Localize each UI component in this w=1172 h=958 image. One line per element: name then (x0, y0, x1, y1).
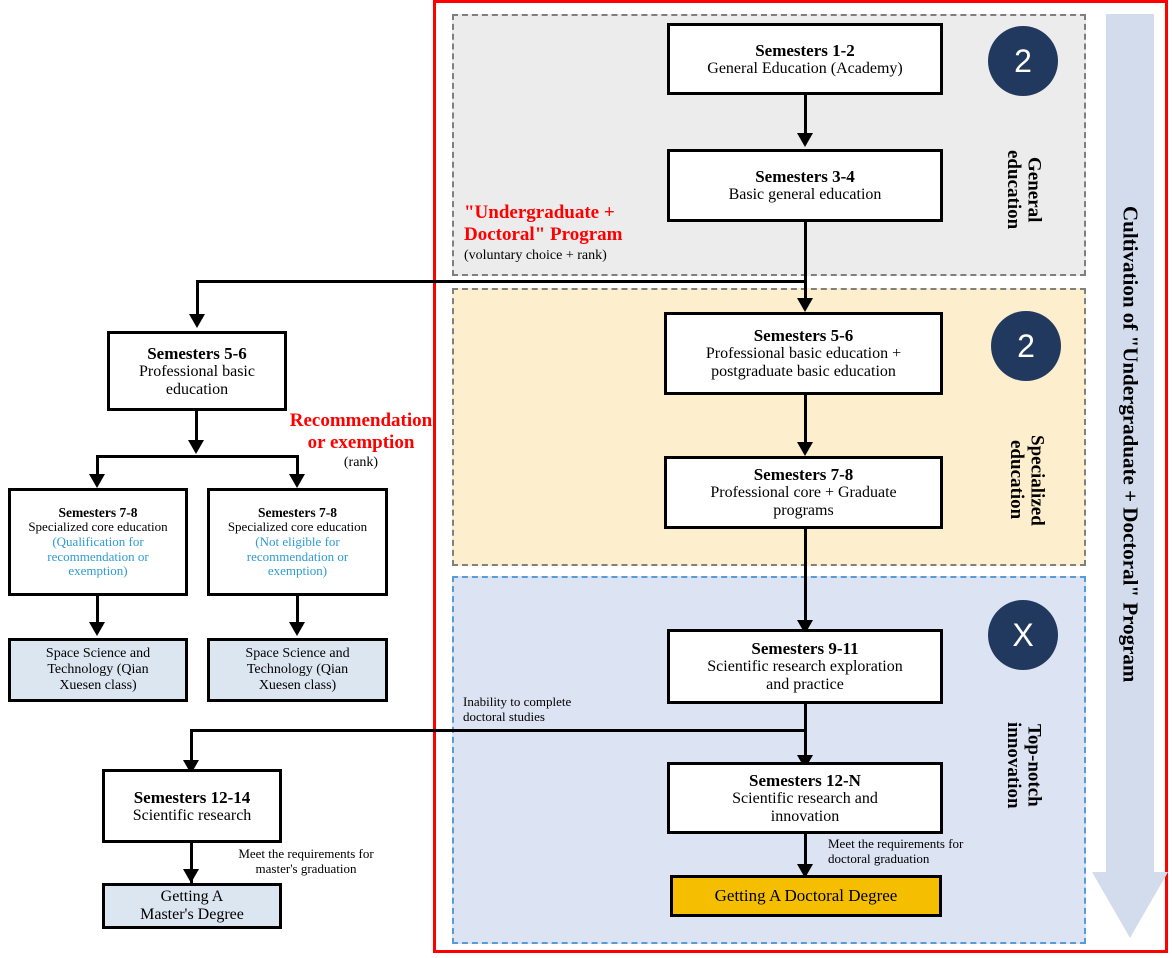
banner-arrowhead-icon (1092, 872, 1168, 938)
banner-shaft (1106, 14, 1154, 874)
node-semesters-7-8-main: Semesters 7-8 Professional core + Gradua… (664, 456, 943, 529)
node-title: Semesters 9-11 (751, 639, 859, 659)
node-semesters-12-14: Semesters 12-14 Scientific research (102, 769, 282, 843)
node-body: Professional core + Graduate programs (710, 484, 897, 520)
node-body: Professional basic education + postgradu… (705, 345, 902, 381)
node-semesters-5-6-main: Semesters 5-6 Professional basic educati… (664, 312, 943, 395)
node-qian-xuesen-left: Space Science and Technology (Qian Xuese… (8, 638, 188, 702)
edge-note-doctoral-graduation: Meet the requirements for doctoral gradu… (828, 836, 964, 867)
connector-qxs-right (296, 596, 299, 628)
node-body: Scientific research exploration and prac… (707, 658, 903, 694)
connector-main-3 (804, 395, 807, 445)
node-note: (Qualification for recommendation or exe… (47, 534, 149, 579)
arrowhead-qxs-right-icon (289, 622, 305, 636)
connector-to-master-degree (190, 843, 193, 883)
node-qian-xuesen-right: Space Science and Technology (Qian Xuese… (207, 638, 388, 702)
program-frame (433, 0, 1168, 953)
connector-branch-to-left-track (196, 280, 806, 283)
node-title: Semesters 12-14 (133, 787, 251, 807)
cultivation-banner: Cultivation of "Undergraduate + Doctoral… (1092, 14, 1168, 944)
node-semesters-5-6-left: Semesters 5-6 Professional basic educati… (107, 331, 287, 411)
node-semesters-1-2: Semesters 1-2 General Education (Academy… (667, 23, 943, 95)
connector-main-5 (804, 704, 807, 760)
node-title: Semesters 5-6 (753, 326, 854, 346)
node-doctoral-degree: Getting A Doctoral Degree (670, 875, 942, 917)
node-body: Specialized core education (28, 519, 168, 535)
node-body: Scientific research and innovation (732, 789, 878, 825)
arrowhead-fork-right-icon (289, 474, 305, 488)
node-label: Space Science and Technology (Qian Xuese… (245, 646, 350, 693)
arrowhead-main-1-icon (797, 133, 813, 147)
node-title: Semesters 7-8 (753, 465, 854, 485)
label-topnotch-innovation: Top-notch innovation (1003, 721, 1045, 809)
node-body: Specialized core education (227, 519, 368, 535)
connector-qxs-left (96, 596, 99, 628)
node-semesters-12-n: Semesters 12-N Scientific research and i… (667, 762, 943, 834)
connector-dropout-horizontal (190, 729, 806, 732)
arrowhead-main-6-icon (797, 864, 813, 878)
note-inability-to-complete: Inability to complete doctoral studies (463, 694, 572, 725)
node-title: Semesters 7-8 (257, 505, 338, 521)
connector-main-4 (804, 529, 807, 624)
connector-branch-drop (196, 280, 199, 318)
connector-main-1 (804, 95, 807, 135)
label-general-education: General education (1003, 150, 1045, 230)
arrowhead-fork-stem-icon (188, 440, 204, 454)
node-body: Basic general education (728, 186, 882, 204)
note-voluntary-choice: (voluntary choice + rank) (464, 248, 607, 263)
node-body: Professional basic education (139, 362, 255, 398)
node-body: Scientific research (132, 806, 252, 824)
note-undergrad-doctoral-program: "Undergraduate + Doctoral" Program (464, 202, 623, 246)
node-label: Getting A Doctoral Degree (714, 886, 898, 906)
node-semesters-9-11: Semesters 9-11 Scientific research explo… (667, 629, 943, 704)
node-title: Semesters 5-6 (147, 343, 247, 363)
node-semesters-7-8-not-eligible: Semesters 7-8 Specialized core education… (207, 488, 388, 596)
connector-fork-left (96, 455, 99, 480)
node-label: Space Science and Technology (Qian Xuese… (45, 646, 151, 693)
arrowhead-main-2-icon (797, 298, 813, 312)
connector-main-2 (804, 222, 807, 302)
node-semesters-3-4: Semesters 3-4 Basic general education (667, 149, 943, 222)
label-specialized-education: Specialized education (1006, 434, 1048, 526)
connector-fork-bar (96, 455, 299, 458)
arrowhead-fork-left-icon (89, 474, 105, 488)
node-label: Getting A Master's Degree (140, 888, 244, 923)
banner-label: Cultivation of "Undergraduate + Doctoral… (1118, 205, 1143, 683)
arrowhead-qxs-left-icon (89, 622, 105, 636)
edge-note-master-graduation: Meet the requirements for master's gradu… (238, 846, 374, 877)
node-title: Semesters 1-2 (755, 40, 855, 60)
badge-topnotch-innovation: X (988, 600, 1058, 670)
node-title: Semesters 7-8 (58, 505, 138, 521)
badge-general-education: 2 (988, 26, 1058, 96)
connector-main-6 (804, 834, 807, 878)
node-title: Semesters 12-N (749, 770, 861, 790)
arrowhead-left-entry-icon (189, 314, 205, 328)
connector-fork-right (296, 455, 299, 480)
note-rank: (rank) (343, 455, 379, 470)
node-title: Semesters 3-4 (755, 167, 855, 187)
connector-dropout-drop (190, 729, 193, 765)
node-master-degree: Getting A Master's Degree (102, 883, 282, 929)
node-semesters-7-8-qualified: Semesters 7-8 Specialized core education… (8, 488, 188, 596)
badge-specialized-education: 2 (991, 311, 1061, 381)
connector-fork-stem (195, 411, 198, 447)
arrowhead-master-icon (183, 869, 199, 883)
arrowhead-main-3-icon (797, 442, 813, 456)
note-recommendation-exemption: Recommendation or exemption (289, 410, 433, 454)
node-body: General Education (Academy) (707, 59, 903, 77)
node-note: (Not eligible for recommendation or exem… (246, 534, 349, 579)
